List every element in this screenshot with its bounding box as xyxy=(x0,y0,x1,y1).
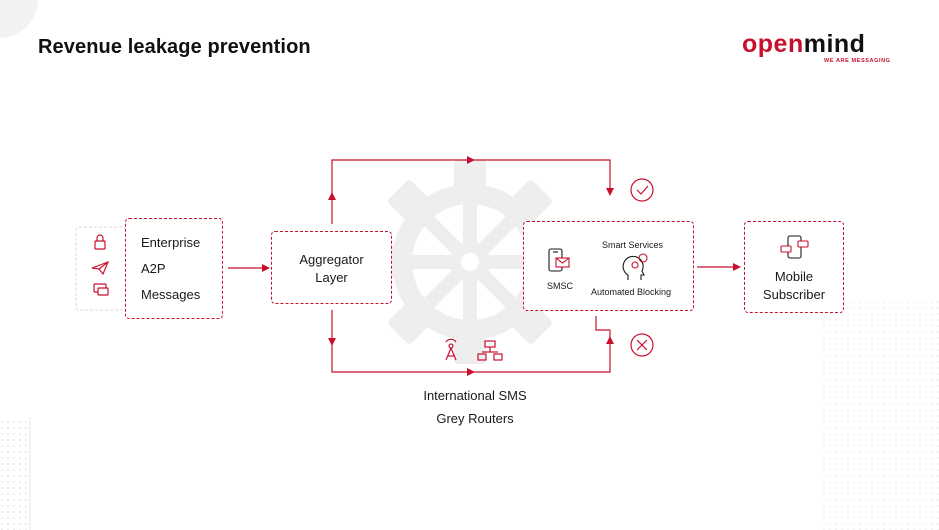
logo-tagline: WE ARE MESSAGING xyxy=(824,58,891,64)
international-sms-label: International SMS xyxy=(423,388,527,403)
automated-blocking-label: Automated Blocking xyxy=(591,287,672,297)
smart-services-label: Smart Services xyxy=(602,240,664,250)
subscriber-box: Mobile Subscriber xyxy=(744,221,844,313)
mail-icon xyxy=(555,257,570,268)
page-title: Revenue leakage prevention xyxy=(38,36,311,58)
check-circle-icon xyxy=(630,178,654,202)
a2p-label: A2P xyxy=(141,261,166,276)
network-icon xyxy=(477,340,503,361)
aggregator-label: Aggregator xyxy=(299,252,364,267)
openmind-logo: openmind WE ARE MESSAGING xyxy=(742,30,902,72)
lock-icon xyxy=(94,234,106,250)
dot-pattern-left xyxy=(0,418,28,530)
messages-label: Messages xyxy=(141,287,201,302)
mobile-label: Mobile xyxy=(774,269,814,284)
logo-mind: mind xyxy=(803,30,866,58)
dot-pattern-right xyxy=(820,300,939,530)
chat-icon xyxy=(93,283,109,296)
subscriber-label: Subscriber xyxy=(762,287,826,302)
smsc-box: SMSC Smart Services Automated Blocking xyxy=(523,221,694,311)
grey-routers-label: Grey Routers xyxy=(436,411,514,426)
smsc-label: SMSC xyxy=(547,281,574,291)
phone-sms-icon xyxy=(780,235,809,259)
logo-open: open xyxy=(742,30,804,58)
layer-label: Layer xyxy=(315,270,348,285)
paper-plane-icon xyxy=(91,260,110,276)
aggregator-box: Aggregator Layer xyxy=(271,231,392,304)
smsc-icons xyxy=(548,248,648,280)
antenna-tower-icon xyxy=(445,338,457,361)
enterprise-label: Enterprise xyxy=(141,235,201,250)
icon-stack-box xyxy=(75,226,127,311)
enterprise-box: Enterprise A2P Messages xyxy=(125,218,223,319)
brain-head-icon xyxy=(622,253,648,280)
cross-circle-icon xyxy=(630,333,654,357)
